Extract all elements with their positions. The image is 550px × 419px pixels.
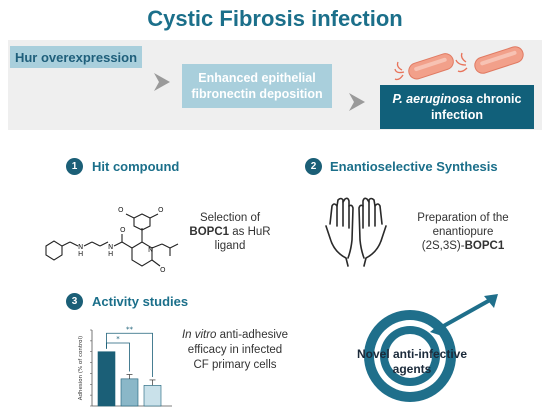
- svg-text:O: O: [160, 266, 166, 274]
- section-1-description: Selection of BOPC1 as HuR ligand: [178, 211, 282, 253]
- step-number-2: 2: [305, 158, 322, 175]
- bacteria-icon: [394, 46, 524, 81]
- step-number-3: 3: [66, 293, 83, 310]
- flow-step-hur-overexpression: Hur overexpression: [10, 46, 142, 68]
- desc-text: anti-adhesive efficacy in infected CF pr…: [187, 329, 289, 371]
- flow-arrow-icon: [154, 73, 170, 91]
- stereo-descriptor: (2S,3S)-: [421, 240, 465, 252]
- desc-text: Selection of: [199, 212, 261, 224]
- target-icon: [364, 294, 498, 402]
- chart-bar: [97, 351, 116, 407]
- svg-text:N: N: [108, 243, 113, 251]
- svg-text:O: O: [158, 206, 164, 214]
- section-heading-activity-studies: Activity studies: [92, 294, 189, 309]
- flow-arrow-icon-2: [349, 93, 365, 111]
- desc-text: Preparation of the enantiopure: [417, 212, 509, 238]
- chart-significance-label: **: [126, 325, 134, 333]
- section-heading-hit-compound: Hit compound: [92, 159, 180, 174]
- step-number-1: 1: [66, 158, 83, 175]
- svg-text:H: H: [78, 250, 83, 258]
- svg-text:O: O: [120, 226, 126, 234]
- adhesion-bar-chart: Adhesion (% of control)***: [78, 325, 172, 407]
- svg-text:H: H: [108, 250, 113, 258]
- page-title: Cystic Fibrosis infection: [147, 6, 403, 31]
- chronic-infection-text: chronic infection: [430, 92, 522, 122]
- compound-name: BOPC1: [189, 226, 230, 238]
- chart-significance-label: *: [116, 335, 120, 343]
- desc-text-2: as HuR ligand: [214, 226, 271, 252]
- bopc1-structure-icon: NH NH O N O O O: [45, 206, 179, 274]
- chart-ylabel: Adhesion (% of control): [78, 336, 84, 400]
- chart-bar: [143, 385, 162, 407]
- in-vitro-text: In vitro: [181, 329, 217, 341]
- flow-step-fibronectin: Enhanced epithelial fibronectin depositi…: [182, 64, 332, 108]
- compound-name: BOPC1: [464, 240, 505, 252]
- hands-icon: [325, 197, 387, 267]
- chart-significance-bracket: [106, 332, 153, 377]
- svg-text:N: N: [148, 246, 153, 254]
- organism-name: P. aeruginosa: [392, 92, 473, 106]
- svg-text:O: O: [118, 206, 124, 214]
- section-heading-enantioselective-synthesis: Enantioselective Synthesis: [330, 159, 498, 174]
- outcome-label: Novel anti-infective agents: [356, 347, 468, 376]
- svg-text:N: N: [78, 243, 83, 251]
- chart-bar: [120, 378, 139, 407]
- section-3-description: In vitro anti-adhesive efficacy in infec…: [180, 328, 290, 373]
- section-2-description: Preparation of the enantiopure (2S,3S)-B…: [404, 211, 522, 253]
- flow-step-chronic-infection: P. aeruginosa chronic infection: [380, 85, 534, 129]
